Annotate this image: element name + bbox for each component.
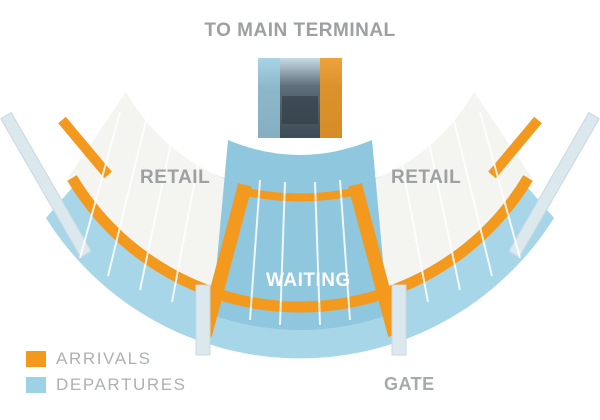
arrivals-spur-left bbox=[198, 183, 252, 337]
arrivals-spur-far-right bbox=[488, 116, 542, 179]
arrivals-spur-far-left bbox=[58, 116, 112, 179]
waiting-area bbox=[212, 140, 388, 330]
arrivals-inner-arc bbox=[237, 186, 363, 202]
departures-swatch bbox=[26, 377, 46, 393]
main-terminal-label: TO MAIN TERMINAL bbox=[204, 20, 396, 41]
module-dividers bbox=[79, 99, 521, 326]
retail-label-right: RETAIL bbox=[391, 167, 462, 188]
arrivals-swatch bbox=[26, 351, 46, 367]
arrivals-spur-right bbox=[348, 183, 402, 337]
legend: ARRIVALS DEPARTURES bbox=[26, 346, 187, 398]
connector-arrivals-strip bbox=[320, 58, 342, 138]
jet-bridge-center-right bbox=[391, 284, 407, 356]
legend-item-arrivals: ARRIVALS bbox=[26, 346, 187, 372]
waiting-label: WAITING bbox=[266, 270, 351, 291]
legend-item-departures: DEPARTURES bbox=[26, 372, 187, 398]
retail-label-left: RETAIL bbox=[140, 167, 211, 188]
connector-core-detail bbox=[282, 96, 318, 124]
gate-label: GATE bbox=[384, 374, 435, 394]
legend-label-departures: DEPARTURES bbox=[56, 375, 187, 394]
legend-label-arrivals: ARRIVALS bbox=[56, 349, 152, 368]
arrivals-corridor-arc bbox=[67, 175, 533, 313]
jet-bridge-left bbox=[0, 112, 92, 258]
jet-bridge-right bbox=[508, 112, 600, 258]
jet-bridge-center-left bbox=[195, 284, 211, 356]
connector-departures-strip bbox=[258, 58, 280, 138]
